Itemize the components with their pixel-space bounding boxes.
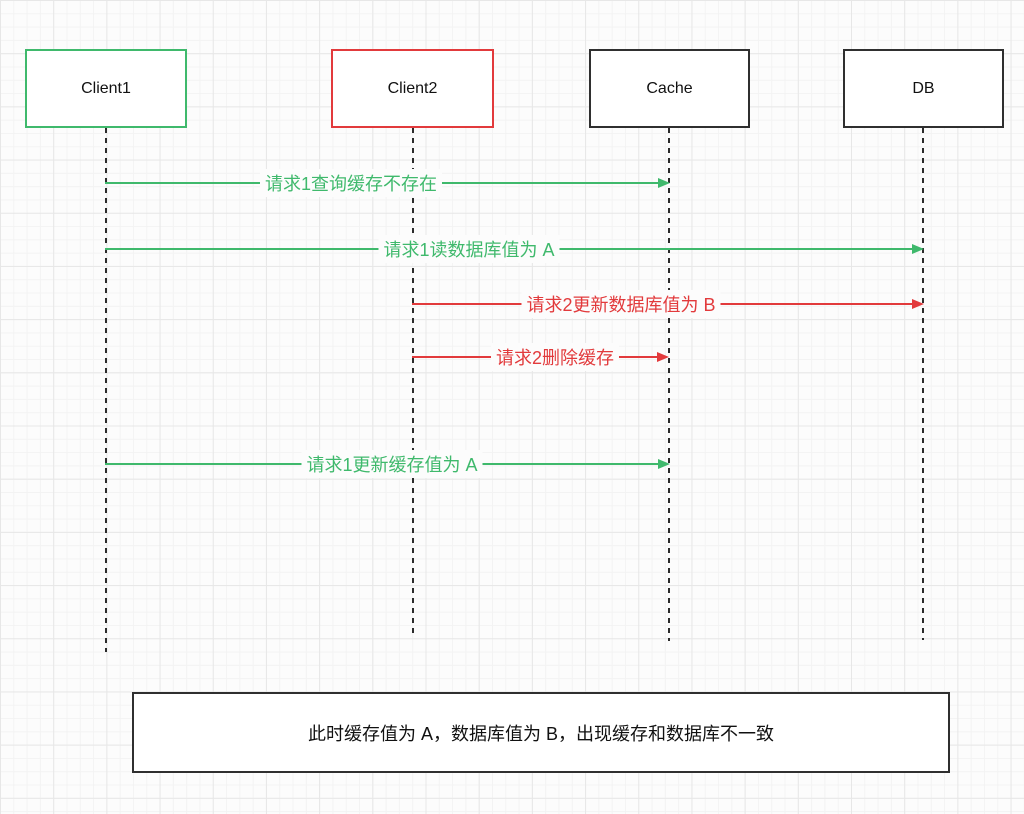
note-text: 此时缓存值为 A，数据库值为 B，出现缓存和数据库不一致	[307, 723, 774, 744]
actor-client2: Client2	[331, 49, 494, 128]
actor-db-label: DB	[912, 79, 935, 97]
message-label: 请求2删除缓存	[490, 343, 620, 371]
lifeline-cache	[668, 128, 670, 641]
actor-client1: Client1	[25, 49, 187, 128]
message-label: 请求1更新缓存值为 A	[301, 450, 483, 478]
actor-client2-label: Client2	[387, 79, 438, 97]
message-label: 请求2更新数据库值为 B	[521, 290, 721, 318]
actor-cache: Cache	[589, 49, 750, 128]
arrowhead-icon	[912, 243, 924, 254]
lifeline-client1	[105, 128, 107, 652]
arrowhead-icon	[658, 458, 670, 469]
actor-client1-label: Client1	[81, 79, 131, 97]
message-label: 请求1查询缓存不存在	[259, 169, 443, 197]
actor-cache-label: Cache	[646, 79, 693, 97]
note-box: 此时缓存值为 A，数据库值为 B，出现缓存和数据库不一致	[132, 692, 950, 773]
arrowhead-icon	[658, 177, 670, 188]
lifeline-db	[922, 128, 924, 640]
arrowhead-icon	[657, 351, 669, 362]
actor-db: DB	[843, 49, 1004, 128]
lifeline-client2	[412, 128, 414, 638]
message-label: 请求1读数据库值为 A	[378, 235, 560, 263]
arrowhead-icon	[912, 298, 924, 309]
